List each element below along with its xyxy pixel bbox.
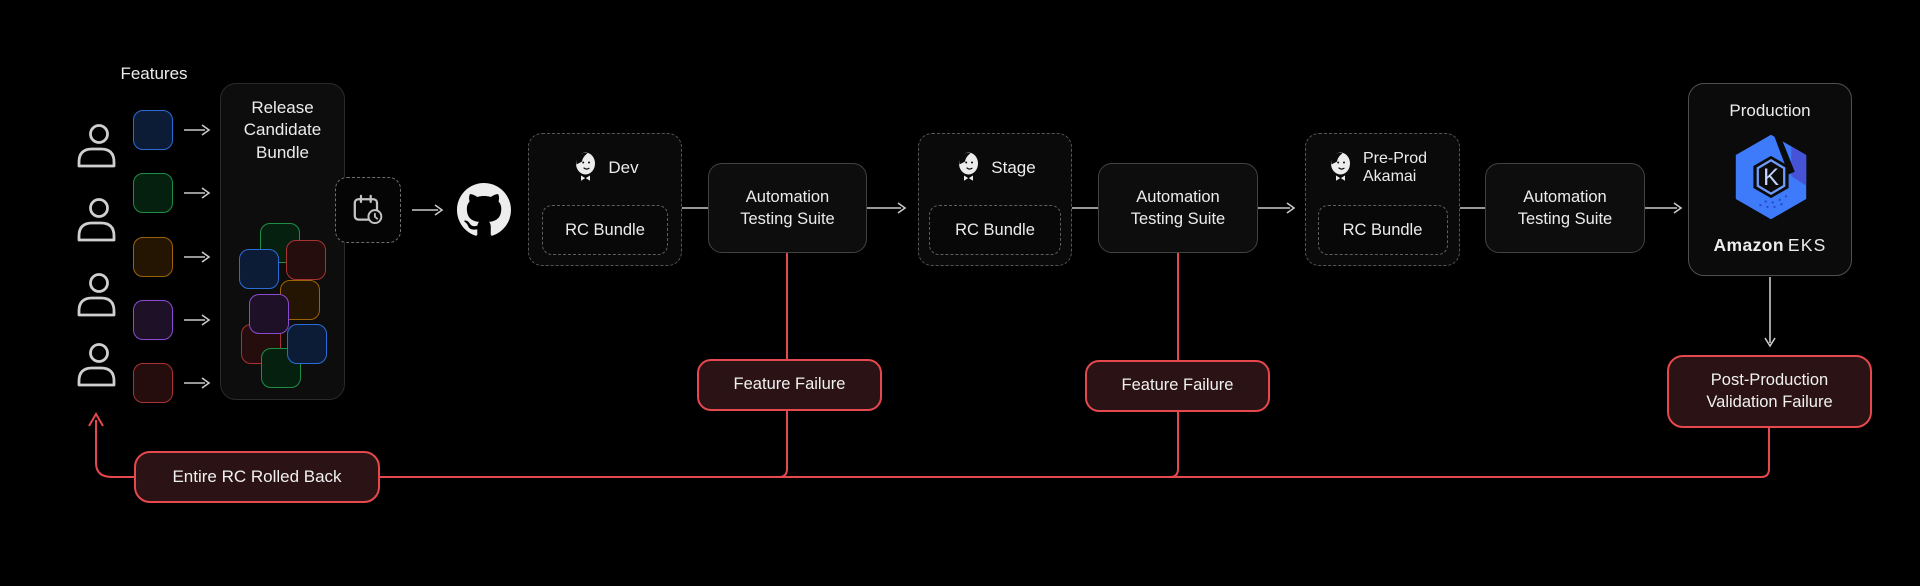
bundle-square-green	[261, 348, 301, 388]
rc-bundle-title: Release Candidate Bundle	[243, 98, 322, 162]
feature-failure-box: Feature Failure	[1085, 360, 1270, 412]
feature-arrow-4	[184, 314, 211, 326]
entire-rc-rolled-back-box: Entire RC Rolled Back	[134, 451, 380, 503]
automation-testing-suite-label: Automation Testing Suite	[1130, 187, 1226, 228]
bundle-square-purple	[249, 294, 289, 334]
rc-bundle-chip: RC Bundle	[1317, 205, 1448, 255]
failure-drop-1	[778, 253, 788, 478]
stage-environment-box: Stage RC Bundle	[918, 133, 1072, 266]
feature-arrow-3	[184, 251, 211, 263]
rc-bundle-chip-label: RC Bundle	[955, 220, 1035, 239]
preprod-environment-box: Pre-Prod Akamai RC Bundle	[1305, 133, 1460, 266]
production-box: Production K Amazon EKS	[1688, 83, 1852, 276]
post-production-validation-failure-box: Post-Production Validation Failure	[1667, 355, 1872, 428]
features-label: Features	[120, 64, 188, 83]
rc-bundle-chip-label: RC Bundle	[565, 220, 645, 239]
post-production-validation-failure-label: Post-Production Validation Failure	[1706, 371, 1833, 411]
feature-square-purple	[133, 300, 173, 340]
feature-arrow-1	[184, 124, 211, 136]
github-icon	[457, 183, 511, 236]
failure-drop-3	[1760, 428, 1770, 478]
person-icon	[77, 273, 116, 317]
eks-product-text: EKS	[1787, 235, 1827, 255]
calendar-clock-icon	[353, 194, 383, 225]
automation-testing-suite-label: Automation Testing Suite	[1517, 187, 1613, 228]
automation-testing-suite-box: Automation Testing Suite	[708, 163, 867, 253]
amazon-brand-text: Amazon	[1713, 235, 1784, 255]
amazon-eks-wordmark: Amazon EKS	[1689, 235, 1851, 256]
rollback-return-line	[95, 420, 134, 478]
feature-failure-label: Feature Failure	[1121, 376, 1234, 395]
dev-environment-box: Dev RC Bundle	[528, 133, 682, 266]
failure-drop-2	[1169, 252, 1179, 478]
bundle-square-blue	[287, 324, 327, 364]
person-icon	[77, 124, 116, 168]
jenkins-icon	[576, 152, 596, 181]
schedule-node	[335, 177, 401, 243]
arrow-testing-to-stage	[867, 202, 907, 214]
arrow-testing-to-production	[1645, 202, 1683, 214]
release-candidate-bundle-box: Release Candidate Bundle	[220, 83, 345, 400]
feature-failure-box: Feature Failure	[697, 359, 882, 411]
feature-square-red	[133, 363, 173, 403]
amazon-eks-logo: K	[1735, 132, 1807, 220]
stage-label: Stage	[991, 158, 1036, 177]
feature-square-green	[133, 173, 173, 213]
feature-square-blue	[133, 110, 173, 150]
arrow-calendar-to-github	[412, 204, 444, 216]
feature-square-orange	[133, 237, 173, 277]
rc-bundle-chip: RC Bundle	[929, 205, 1061, 255]
preprod-header: Pre-Prod Akamai	[1306, 145, 1459, 191]
stage-label: Pre-Prod Akamai	[1363, 149, 1428, 185]
eks-logo-letter: K	[1763, 164, 1779, 191]
automation-testing-suite-box: Automation Testing Suite	[1098, 163, 1258, 253]
feature-arrow-2	[184, 187, 211, 199]
rc-bundle-chip: RC Bundle	[542, 205, 668, 255]
entire-rc-rolled-back-label: Entire RC Rolled Back	[172, 466, 342, 486]
person-icon	[77, 343, 116, 387]
feature-failure-label: Feature Failure	[733, 375, 846, 394]
stage-label: Dev	[608, 158, 639, 177]
arrow-production-to-validation	[1764, 277, 1776, 348]
jenkins-icon	[959, 152, 979, 181]
automation-testing-suite-box: Automation Testing Suite	[1485, 163, 1645, 253]
automation-testing-suite-label: Automation Testing Suite	[740, 187, 835, 228]
person-icon	[77, 198, 116, 242]
rollback-arrowhead-icon	[88, 412, 104, 427]
dev-header: Dev	[529, 145, 681, 191]
bundle-square-red	[286, 240, 326, 280]
feature-arrow-5	[184, 377, 211, 389]
arrow-testing-to-preprod	[1258, 202, 1296, 214]
stage-header: Stage	[919, 145, 1071, 191]
bundle-square-blue	[239, 249, 279, 289]
jenkins-icon	[1331, 152, 1350, 181]
rc-bundle-chip-label: RC Bundle	[1342, 220, 1423, 239]
production-title: Production	[1729, 101, 1811, 120]
